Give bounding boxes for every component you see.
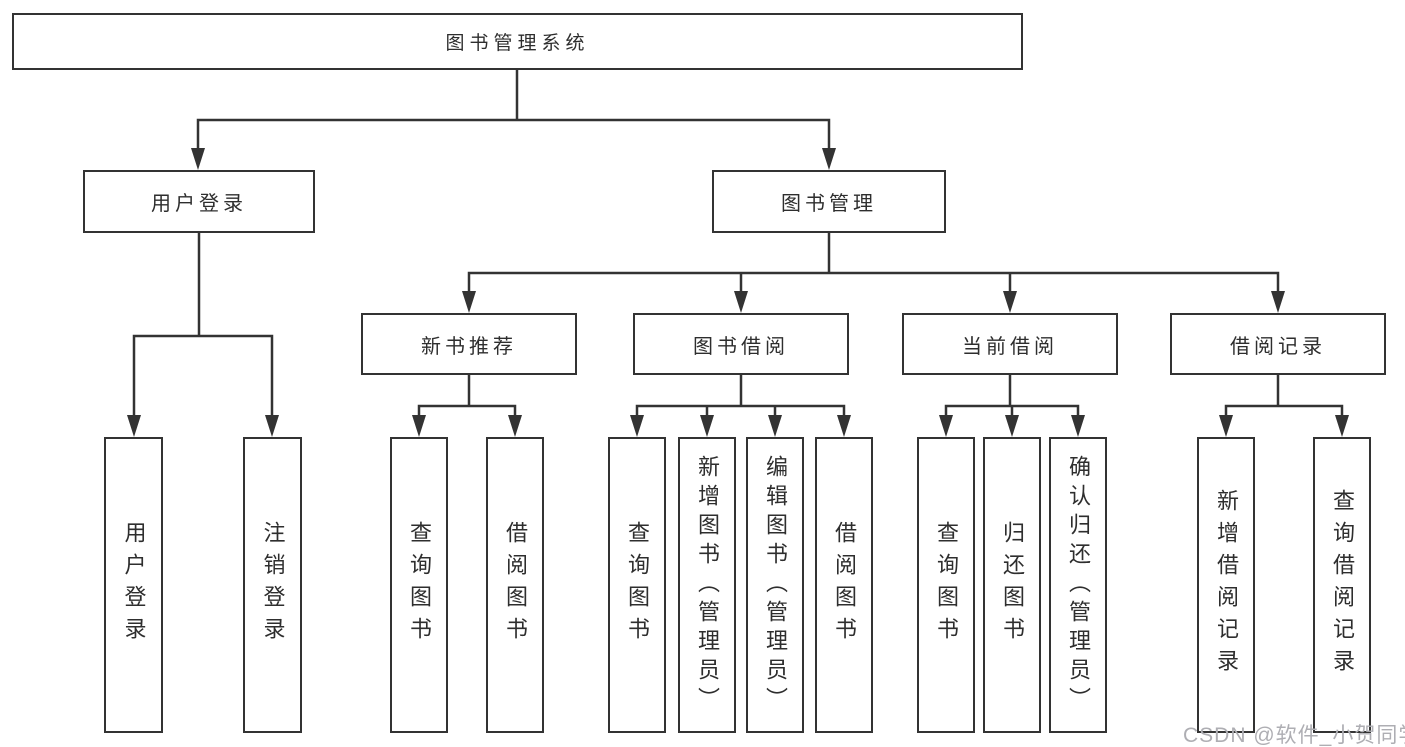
- leaf-return-books: 归还图书: [983, 437, 1041, 733]
- connector-root: [196, 67, 831, 154]
- connector-current-borrow: [944, 373, 1080, 421]
- leaf-add-book-admin: 新增图书（管理员）: [678, 437, 736, 733]
- leaf-user-login: 用户登录: [104, 437, 163, 733]
- arrowheads-level3: [462, 291, 1285, 313]
- node-borrow-records: 借阅记录: [1170, 313, 1386, 375]
- node-user-login: 用户登录: [83, 170, 315, 233]
- connector-borrow-records: [1224, 373, 1344, 421]
- leaf-borrow-books-recommend: 借阅图书: [486, 437, 544, 733]
- leaf-confirm-return-admin: 确认归还（管理员）: [1049, 437, 1107, 733]
- leaf-search-books-current: 查询图书: [917, 437, 975, 733]
- leaf-add-borrow-record: 新增借阅记录: [1197, 437, 1255, 733]
- arrowheads-level2: [191, 148, 836, 170]
- leaf-edit-book-admin: 编辑图书（管理员）: [746, 437, 804, 733]
- node-root: 图书管理系统: [12, 13, 1023, 70]
- arrowheads-level4: [127, 415, 1349, 437]
- leaf-search-books-recommend: 查询图书: [390, 437, 448, 733]
- leaf-search-borrow-record: 查询借阅记录: [1313, 437, 1371, 733]
- connector-user-login: [132, 231, 274, 421]
- connector-book-management: [467, 231, 1280, 297]
- leaf-logout: 注销登录: [243, 437, 302, 733]
- node-book-management: 图书管理: [712, 170, 946, 233]
- node-book-borrow: 图书借阅: [633, 313, 849, 375]
- leaf-search-books-borrow: 查询图书: [608, 437, 666, 733]
- connector-new-book-recommend: [417, 373, 517, 421]
- node-current-borrow: 当前借阅: [902, 313, 1118, 375]
- watermark: CSDN @软件_小贺同学: [1183, 724, 1405, 747]
- node-new-book-recommend: 新书推荐: [361, 313, 577, 375]
- leaf-borrow-books: 借阅图书: [815, 437, 873, 733]
- connector-book-borrow: [635, 373, 846, 421]
